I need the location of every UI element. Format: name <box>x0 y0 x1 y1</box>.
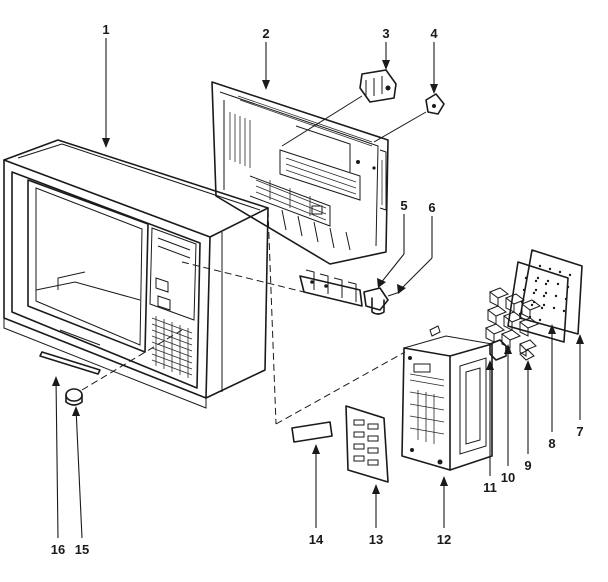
part-16-trim-strip <box>39 351 101 375</box>
callout-16: 16 <box>51 542 65 557</box>
callout-13: 13 <box>369 532 383 547</box>
part-7-panel-board <box>519 249 583 335</box>
callout-2: 2 <box>262 26 269 41</box>
callout-3: 3 <box>382 26 389 41</box>
part-11-knob <box>489 339 507 361</box>
leader-lines <box>52 38 584 539</box>
part-4-clip <box>373 93 445 143</box>
part-8-panel-board <box>507 261 569 343</box>
part-12-control-housing <box>401 325 493 471</box>
callout-11: 11 <box>483 480 497 495</box>
callout-10: 10 <box>501 470 515 485</box>
part-1-cabinet <box>3 139 269 409</box>
callout-15: 15 <box>75 542 89 557</box>
part-15-knob <box>65 329 183 406</box>
callout-8: 8 <box>548 436 555 451</box>
part-2-back-cover <box>211 81 389 265</box>
part-14-trim-bar <box>291 421 333 443</box>
callout-labels: 1 2 3 4 5 6 7 8 9 10 11 12 13 14 15 16 <box>51 22 584 557</box>
callout-12: 12 <box>437 532 451 547</box>
callout-5: 5 <box>400 198 407 213</box>
part-6-plug <box>363 287 401 315</box>
callout-6: 6 <box>428 200 435 215</box>
part-5-switch-block <box>299 269 363 307</box>
callout-7: 7 <box>576 424 583 439</box>
callout-9: 9 <box>524 458 531 473</box>
callout-1: 1 <box>102 22 109 37</box>
part-9-button <box>519 339 537 361</box>
part-13-button-panel <box>345 405 389 483</box>
callout-14: 14 <box>309 532 324 547</box>
callout-4: 4 <box>430 26 438 41</box>
